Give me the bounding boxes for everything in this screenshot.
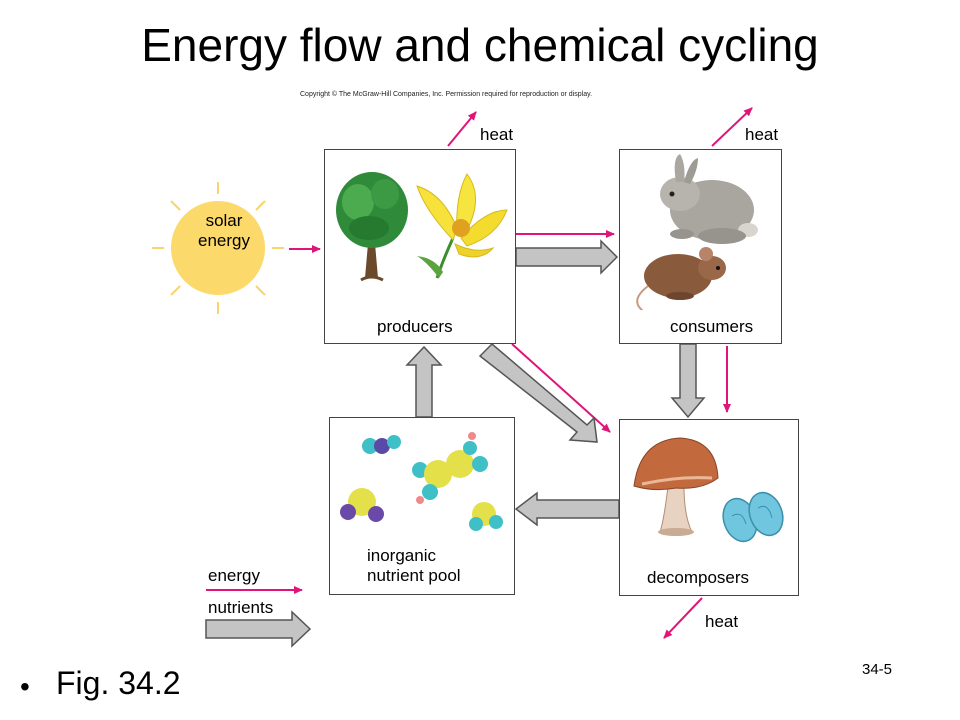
molecule-icon [469, 502, 503, 531]
molecule-icon [362, 435, 401, 454]
solar-energy-label: solar energy [174, 211, 274, 251]
mushroom-icon [633, 437, 719, 536]
nutrient-arrow-pool-to-producers [405, 345, 443, 418]
tree-icon [336, 172, 408, 282]
nutrient-arrow-decomposers-to-pool [514, 491, 620, 527]
consumers-illustration [636, 154, 758, 310]
rabbit-icon [660, 154, 758, 244]
legend-energy-label: energy [208, 566, 260, 585]
heat-label-decomposers: heat [705, 612, 739, 631]
pool-label-line2: nutrient pool [367, 566, 461, 585]
producers-illustration [336, 172, 508, 282]
pool-label-line1: inorganic [367, 546, 436, 565]
mouse-icon [636, 247, 726, 310]
pool-label: inorganic nutrient pool [367, 546, 461, 586]
producers-box: producers [324, 149, 516, 344]
molecules-illustration [340, 432, 503, 531]
molecule-icon [340, 488, 384, 522]
bacteria-icon [722, 491, 784, 543]
inorganic-nutrient-pool-box: inorganic nutrient pool [329, 417, 515, 595]
heat-arrow-decomposers [663, 597, 703, 639]
heat-arrow-producers [447, 111, 477, 147]
sun-icon [152, 182, 284, 314]
solar-energy-line1: solar [205, 211, 243, 230]
decomposers-illustration [633, 437, 784, 543]
heat-arrow-consumers [711, 107, 753, 147]
legend-nutrients-arrow [205, 610, 312, 648]
molecule-icon [412, 432, 488, 504]
decomposers-box: decomposers [619, 419, 799, 596]
bullet-marker: • [20, 671, 30, 702]
legend-nutrients-label: nutrients [208, 598, 274, 617]
producers-label: producers [377, 317, 453, 336]
nutrient-arrow-consumers-to-decomposers [670, 343, 706, 419]
slide-number: 34-5 [862, 661, 893, 678]
solar-energy-line2: energy [198, 231, 250, 250]
nutrient-arrow-producers-to-consumers [515, 239, 619, 275]
flower-icon [416, 173, 508, 279]
figure-reference: Fig. 34.2 [56, 665, 181, 701]
heat-label-producers: heat [480, 125, 514, 144]
slide-title: Energy flow and chemical cycling [141, 19, 819, 71]
heat-label-consumers: heat [745, 125, 779, 144]
consumers-box: consumers [619, 149, 782, 344]
copyright-notice: Copyright © The McGraw-Hill Companies, I… [300, 91, 593, 98]
nutrient-arrow-producers-to-decomposers [478, 342, 598, 443]
decomposers-label: decomposers [647, 568, 750, 587]
consumers-label: consumers [670, 317, 754, 336]
